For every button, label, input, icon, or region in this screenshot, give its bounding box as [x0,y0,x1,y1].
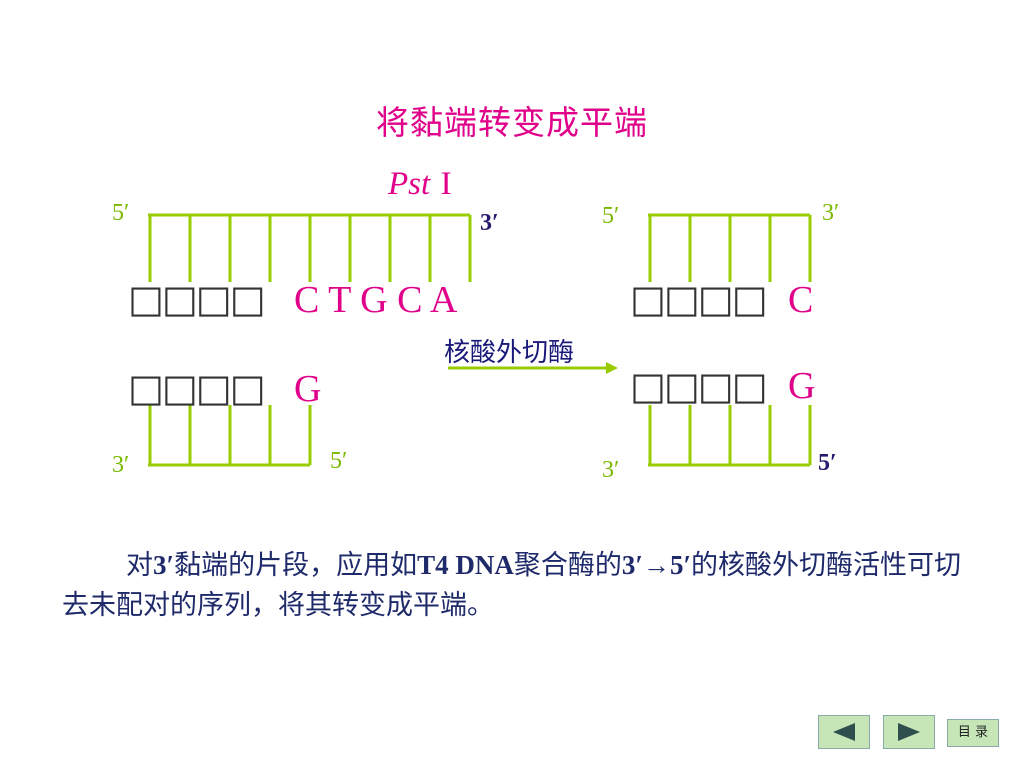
explanation-segment: 黏端的片段，应用如 [174,550,418,581]
left-top-5-end: 5′ [112,200,130,226]
right-top-unknown-bases: □□□□ [630,277,768,321]
triangle-left-icon [833,723,855,741]
next-button[interactable] [883,715,935,749]
right-top-3-end: 3′ [822,200,840,226]
arrow-icon [448,362,618,374]
triangle-right-icon [898,723,920,741]
right-bottom-3-end: 3′ [602,457,620,483]
left-bottom-unknown-bases: □□□□ [128,366,266,410]
toc-button[interactable]: 目 录 [947,719,999,747]
explanation-segment: 3′ [153,550,175,580]
enzyme-name-roman: I [440,166,452,202]
right-bottom-unknown-bases: □□□□ [630,364,768,408]
left-top-3-end: 3′ [480,210,499,236]
left-top-rungs [148,215,472,282]
enzyme-name: Pst I [388,163,452,203]
right-bottom-rungs [648,405,812,465]
explanation-segment: 聚合酶的 [513,550,622,581]
left-top-unknown-bases: □□□□ [128,277,266,321]
right-bottom-base: G [788,365,816,407]
left-bottom-base: G [294,368,322,410]
explanation-segment: 3′→5′ [621,550,692,580]
enzyme-name-italic: Pst [388,166,431,202]
left-bottom-rungs [148,405,312,465]
prev-button[interactable] [818,715,870,749]
left-bottom-5-end: 5′ [330,448,348,474]
explanation-segment: T4 DNA [417,550,514,580]
explanation-segment: 的核酸外切酶活性可切去未配对的序列，将其转变成平端。 [62,550,962,621]
left-bottom-3-end: 3′ [112,452,130,478]
page-title: 将黏端转变成平端 [376,103,648,142]
left-top-sticky-bases: C T G C A [294,279,458,321]
right-bottom-5-end: 5′ [818,450,837,476]
explanation-paragraph: 对3′黏端的片段，应用如T4 DNA聚合酶的3′→5′的核酸外切酶活性可切去未配… [62,545,974,626]
explanation-text: 对3′黏端的片段，应用如T4 DNA聚合酶的3′→5′的核酸外切酶活性可切去未配… [62,550,961,621]
right-top-base: C [788,279,814,321]
arrow-label: 核酸外切酶 [444,338,575,368]
right-top-rungs [648,215,812,282]
explanation-segment: 对 [126,550,153,581]
right-top-5-end: 5′ [602,203,620,229]
